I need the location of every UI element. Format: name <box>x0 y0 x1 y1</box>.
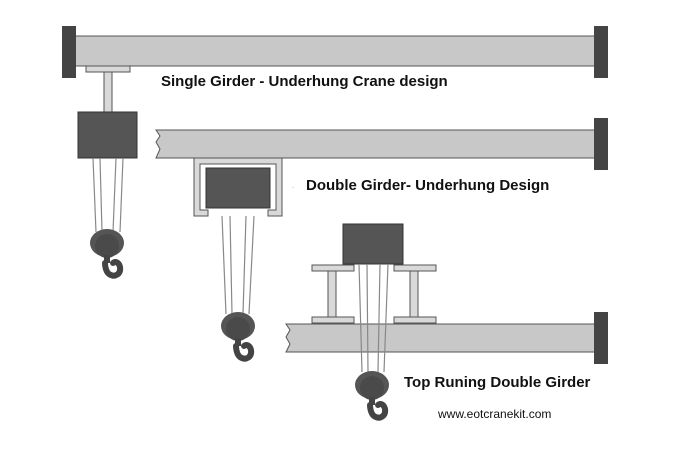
double-underhung-assembly: . <box>155 118 608 359</box>
trolley-icon <box>77 111 138 159</box>
clamp-bracket <box>193 157 283 217</box>
top-running-assembly <box>285 223 608 418</box>
hook-icon <box>355 371 389 418</box>
double-underhung-beam <box>155 129 599 159</box>
top-running-right-cap <box>594 312 608 364</box>
label-single-girder: Single Girder - Underhung Crane design <box>161 73 448 90</box>
single-girder-beam <box>74 35 598 67</box>
label-double-underhung: Double Girder- Underhung Design <box>306 177 549 194</box>
double-underhung-right-cap <box>594 118 608 170</box>
stray-mark: . <box>292 181 294 190</box>
single-ropes <box>92 157 124 233</box>
single-girder-right-cap <box>594 26 608 78</box>
double-underhung-ropes <box>221 215 255 315</box>
i-beam-icon <box>311 264 355 324</box>
label-top-running: Top Runing Double Girder <box>404 374 591 391</box>
hook-icon <box>90 229 124 276</box>
top-running-beam <box>285 323 599 353</box>
top-running-ropes <box>358 263 389 373</box>
single-girder-assembly <box>62 26 608 276</box>
trolley-icon <box>205 167 271 209</box>
trolley-icon <box>342 223 404 265</box>
hook-icon <box>221 312 255 359</box>
website-text: www.eotcranekit.com <box>437 407 551 421</box>
i-beam-icon <box>393 264 437 324</box>
single-girder-left-cap <box>62 26 76 78</box>
